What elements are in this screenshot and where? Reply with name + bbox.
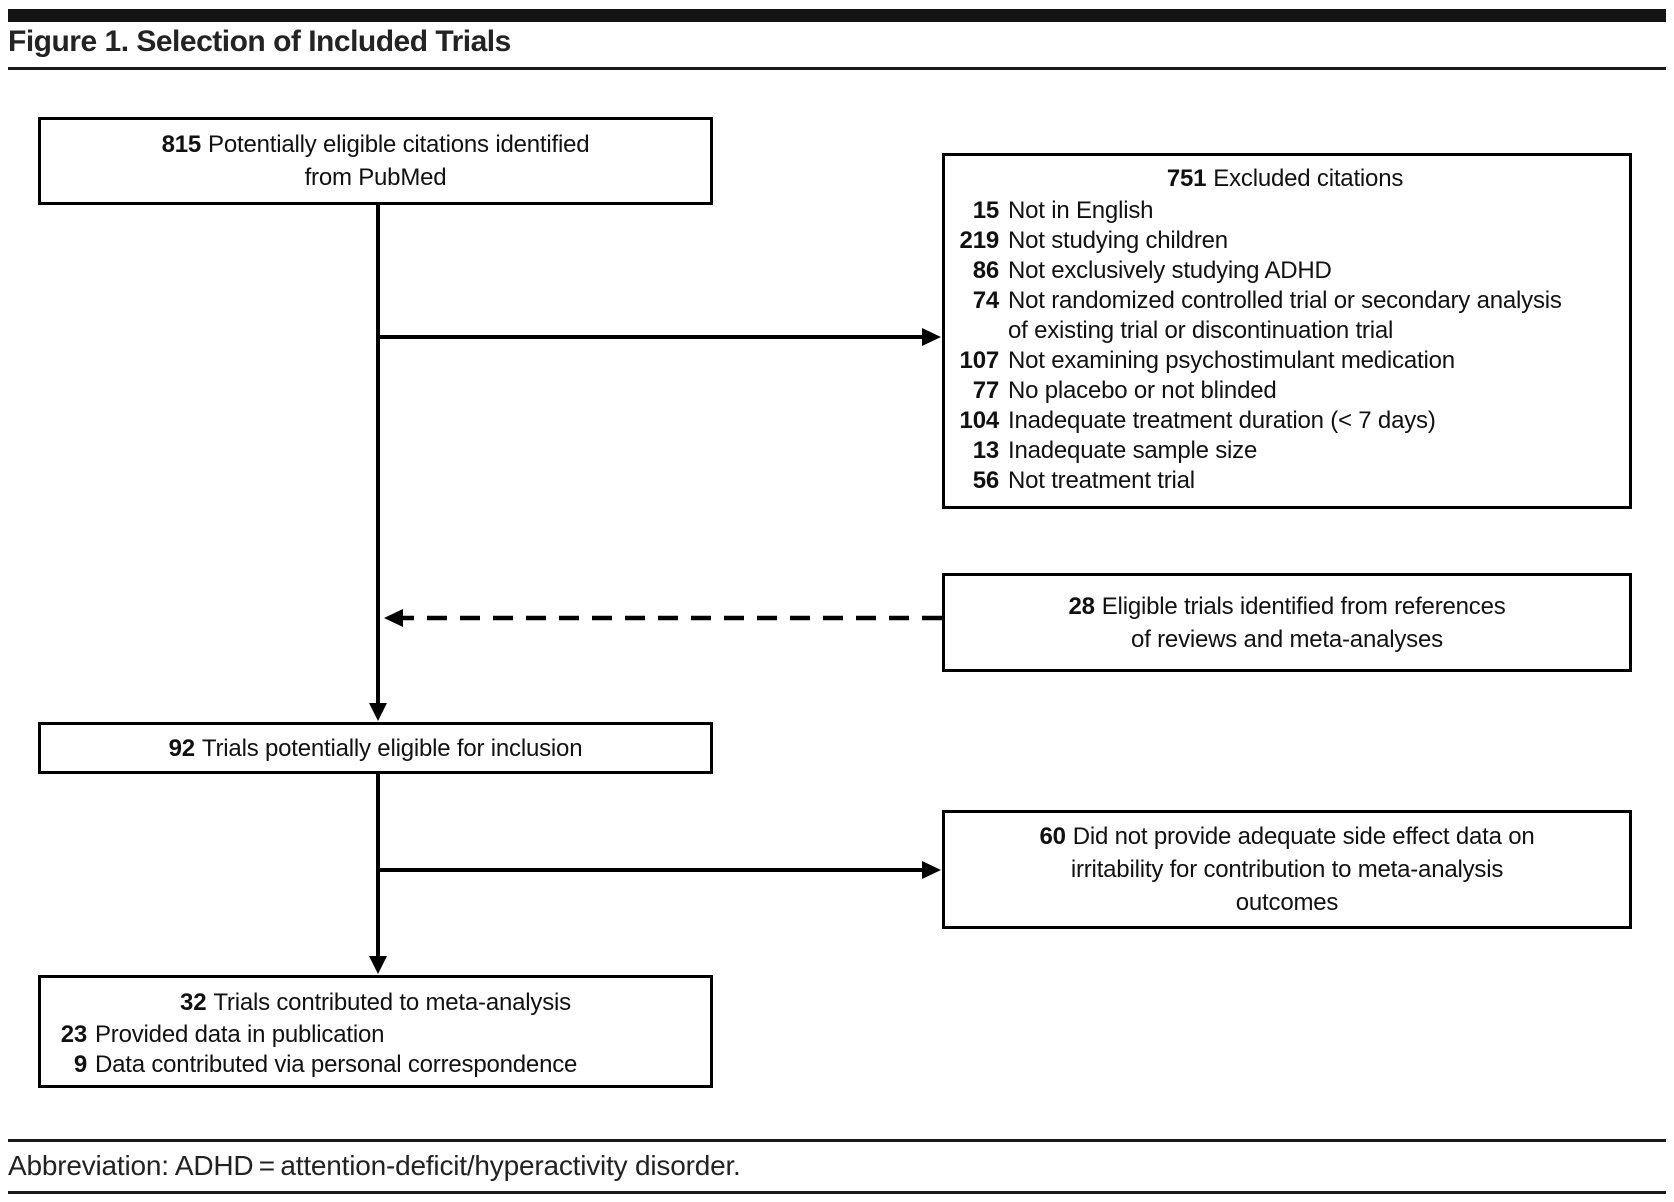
arrowhead-down-eligible bbox=[369, 703, 387, 721]
abbreviation-note: Abbreviation: ADHD = attention-deficit/h… bbox=[8, 1150, 741, 1181]
arrowhead-left-references bbox=[384, 609, 403, 627]
reason-count: 107 bbox=[959, 347, 1000, 374]
identified-line2: from PubMed bbox=[304, 164, 447, 191]
detail-count: 9 bbox=[73, 1051, 87, 1078]
reason-count: 13 bbox=[972, 437, 999, 464]
references-line2: of reviews and meta-analyses bbox=[1131, 625, 1443, 653]
reason-count: 86 bbox=[972, 257, 999, 284]
reason-label: Not in English bbox=[1008, 197, 1154, 224]
side-effect-count: 60 bbox=[1039, 823, 1066, 850]
reason-label: Not studying children bbox=[1008, 227, 1228, 254]
excluded-title: Excluded citations bbox=[1213, 165, 1404, 192]
identified-count: 815 bbox=[161, 131, 202, 158]
reason-label: Not treatment trial bbox=[1008, 467, 1195, 494]
footer-bottom-rule bbox=[8, 1191, 1666, 1194]
arrowhead-right-side-effect bbox=[922, 861, 941, 879]
title-underline-rule bbox=[8, 67, 1666, 70]
footer-top-rule bbox=[8, 1139, 1666, 1142]
detail-label: Provided data in publication bbox=[95, 1021, 385, 1048]
exclusion-reason-row: 107 Not examining psychostimulant medica… bbox=[953, 346, 1617, 376]
exclusion-reason-row: 56 Not treatment trial bbox=[953, 466, 1617, 496]
exclusion-reason-row: 104 Inadequate treatment duration (< 7 d… bbox=[953, 406, 1617, 436]
included-title: Trials contributed to meta-analysis bbox=[213, 989, 571, 1016]
arrowhead-right-excluded bbox=[922, 328, 941, 346]
reason-count: 15 bbox=[972, 197, 999, 224]
exclusion-reason-row: 77 No placebo or not blinded bbox=[953, 376, 1617, 406]
references-count: 28 bbox=[1068, 592, 1095, 620]
excluded-count: 751 bbox=[1166, 165, 1207, 192]
eligible-text1: Trials potentially eligible for inclusio… bbox=[201, 734, 583, 762]
figure-title: Figure 1. Selection of Included Trials bbox=[8, 25, 511, 58]
reason-count: 74 bbox=[972, 287, 999, 314]
reason-count: 104 bbox=[959, 407, 1000, 434]
reason-label: Not exclusively studying ADHD bbox=[1008, 257, 1332, 284]
reason-count: 56 bbox=[972, 467, 999, 494]
side-effect-text1: Did not provide adequate side effect dat… bbox=[1072, 823, 1535, 850]
reason-label: Inadequate sample size bbox=[1008, 437, 1258, 464]
exclusion-reason-row: 13 Inadequate sample size bbox=[953, 436, 1617, 466]
reason-label: Inadequate treatment duration (< 7 days) bbox=[1008, 407, 1436, 434]
reason-count: 219 bbox=[959, 227, 1000, 254]
reason-label: Not examining psychostimulant medication bbox=[1008, 347, 1455, 374]
references-text1: Eligible trials identified from referenc… bbox=[1101, 592, 1506, 620]
eligible-count: 92 bbox=[168, 734, 195, 762]
side-effect-line3: outcomes bbox=[1235, 889, 1339, 916]
identified-text1: Potentially eligible citations identifie… bbox=[208, 131, 590, 158]
detail-label: Data contributed via personal correspond… bbox=[95, 1051, 578, 1078]
reason-label: Not randomized controlled trial or secon… bbox=[1008, 286, 1617, 346]
included-detail-row: 23 Provided data in publication bbox=[53, 1020, 698, 1050]
included-count: 32 bbox=[180, 989, 207, 1016]
reason-count: 77 bbox=[972, 377, 999, 404]
side-effect-line2: irritability for contribution to meta-an… bbox=[1070, 856, 1504, 883]
exclusion-reason-row: 219 Not studying children bbox=[953, 226, 1617, 256]
top-thick-rule bbox=[8, 9, 1666, 22]
reason-label: No placebo or not blinded bbox=[1008, 377, 1277, 404]
exclusion-reason-row: 74 Not randomized controlled trial or se… bbox=[953, 286, 1617, 346]
reason-label-line1: Not randomized controlled trial or secon… bbox=[1008, 287, 1562, 314]
arrowhead-down-included bbox=[369, 956, 387, 974]
detail-count: 23 bbox=[60, 1021, 87, 1048]
exclusion-reason-row: 86 Not exclusively studying ADHD bbox=[953, 256, 1617, 286]
included-detail-row: 9 Data contributed via personal correspo… bbox=[53, 1050, 698, 1080]
exclusion-reason-row: 15 Not in English bbox=[953, 196, 1617, 226]
reason-label-line2: of existing trial or discontinuation tri… bbox=[1008, 317, 1394, 344]
